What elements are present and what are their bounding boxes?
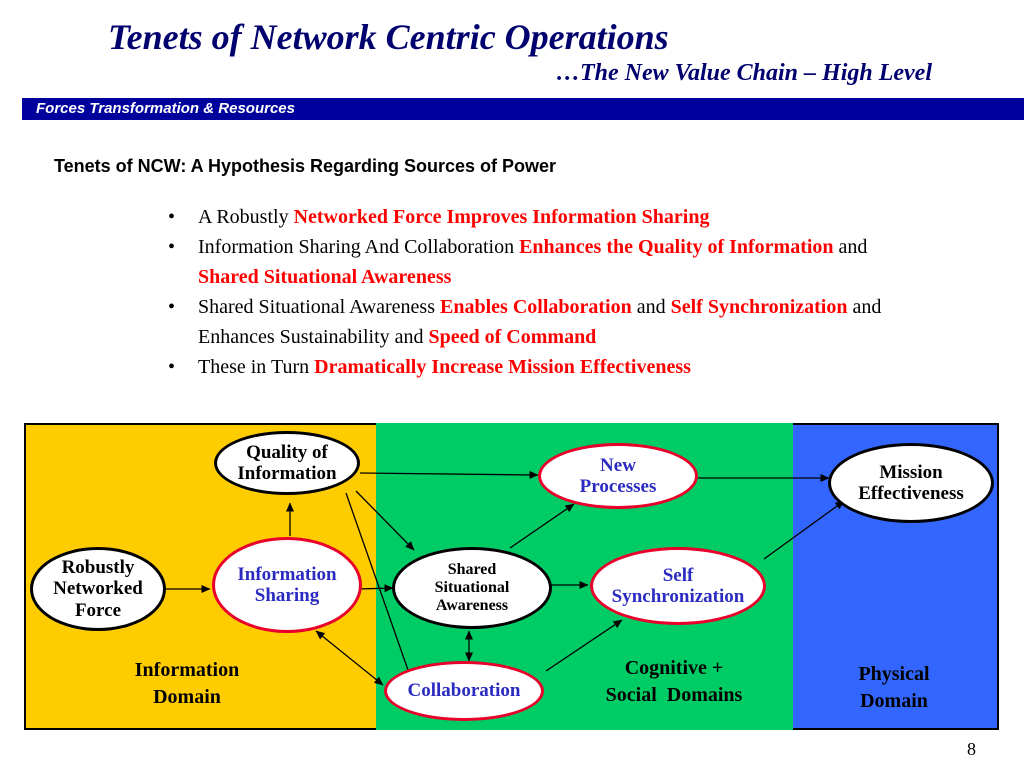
diagram-arrows <box>164 470 845 686</box>
page-number: 8 <box>967 739 976 759</box>
banner-text: Forces Transformation & Resources <box>36 100 295 117</box>
arrow-shared-to-newprocesses <box>509 503 575 549</box>
slide-title: Tenets of Network Centric Operations <box>108 17 669 57</box>
section-heading: Tenets of NCW: A Hypothesis Regarding So… <box>54 156 557 176</box>
slide-subtitle: …The New Value Chain – High Level <box>555 60 932 86</box>
arrow-collaboration-to-selfsync <box>545 619 623 672</box>
node-collaboration: Collaboration <box>384 661 544 721</box>
arrow-quality-to-newprocesses <box>359 470 539 479</box>
arrow-sharing-to-shared <box>357 584 394 593</box>
arrow-quality-to-collaboration <box>345 492 409 671</box>
arrow-sharing-collaboration <box>315 630 384 686</box>
bullet-item: A Robustly Networked Force Improves Info… <box>168 202 888 232</box>
cognitive-social-domain-label: Cognitive +Social Domains <box>605 657 743 706</box>
bullet-item: These in Turn Dramatically Increase Miss… <box>168 352 888 382</box>
tenets-list: A Robustly Networked Force Improves Info… <box>168 202 888 382</box>
bullet-item: Shared Situational Awareness Enables Col… <box>168 292 888 352</box>
arrow-selfsync-to-mission <box>763 500 845 560</box>
arrow-quality-to-shared <box>355 490 415 551</box>
bullet-item: Information Sharing And Collaboration En… <box>168 232 888 292</box>
header-band: Forces Transformation & Resources <box>22 98 1024 120</box>
